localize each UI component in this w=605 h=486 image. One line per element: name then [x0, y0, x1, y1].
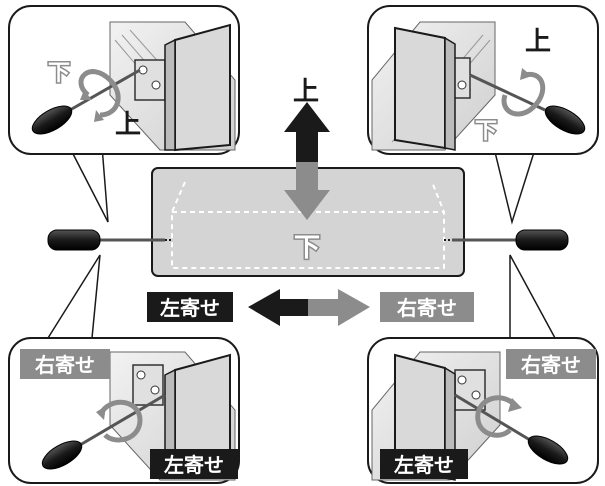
label-left-shift-br: 左寄せ: [380, 449, 468, 479]
svg-text:左寄せ: 左寄せ: [164, 453, 224, 477]
label-right-shift-br: 右寄せ: [506, 349, 596, 379]
svg-text:右寄せ: 右寄せ: [35, 353, 95, 377]
label-right-shift-bl: 右寄せ: [20, 349, 110, 379]
panel-bottom-right: 右寄せ 左寄せ: [367, 337, 599, 484]
svg-text:左寄せ: 左寄せ: [160, 296, 220, 320]
label-left-shift-bl: 左寄せ: [150, 449, 238, 479]
screwdriver-icon: [454, 393, 569, 465]
label-left-shift-center: 左寄せ: [147, 292, 233, 322]
screwdriver-icon: [41, 393, 166, 470]
label-down-center: 下: [294, 233, 320, 263]
screwdriver-icon: [47, 229, 165, 251]
screwdriver-icon: [469, 73, 586, 135]
label-right-shift-center: 右寄せ: [380, 292, 474, 322]
label-up-tl: 上: [115, 110, 141, 140]
screwdriver-icon: [31, 68, 141, 135]
horizontal-arrow: [248, 289, 370, 326]
rotation-arrow-icon: [96, 399, 143, 443]
panel-top-right: 上 下: [367, 5, 599, 155]
svg-text:左寄せ: 左寄せ: [394, 453, 454, 477]
label-down-tl: 下: [48, 61, 70, 86]
label-up-tr: 上: [525, 27, 551, 57]
screwdriver-icon: [452, 229, 569, 251]
rotation-arrow-icon: [501, 68, 546, 117]
callout-pointers: [47, 145, 556, 339]
rotation-arrow-icon: [78, 69, 121, 122]
svg-text:右寄せ: 右寄せ: [521, 353, 581, 377]
rotation-arrow-icon: [475, 395, 522, 438]
panel-top-left: 下 上: [8, 5, 240, 155]
panel-bottom-left: 右寄せ 左寄せ: [8, 337, 240, 484]
label-up-center: 上: [293, 77, 319, 107]
svg-text:右寄せ: 右寄せ: [397, 296, 457, 320]
vertical-arrow: 上 下: [284, 77, 330, 265]
label-down-tr: 下: [475, 119, 497, 144]
